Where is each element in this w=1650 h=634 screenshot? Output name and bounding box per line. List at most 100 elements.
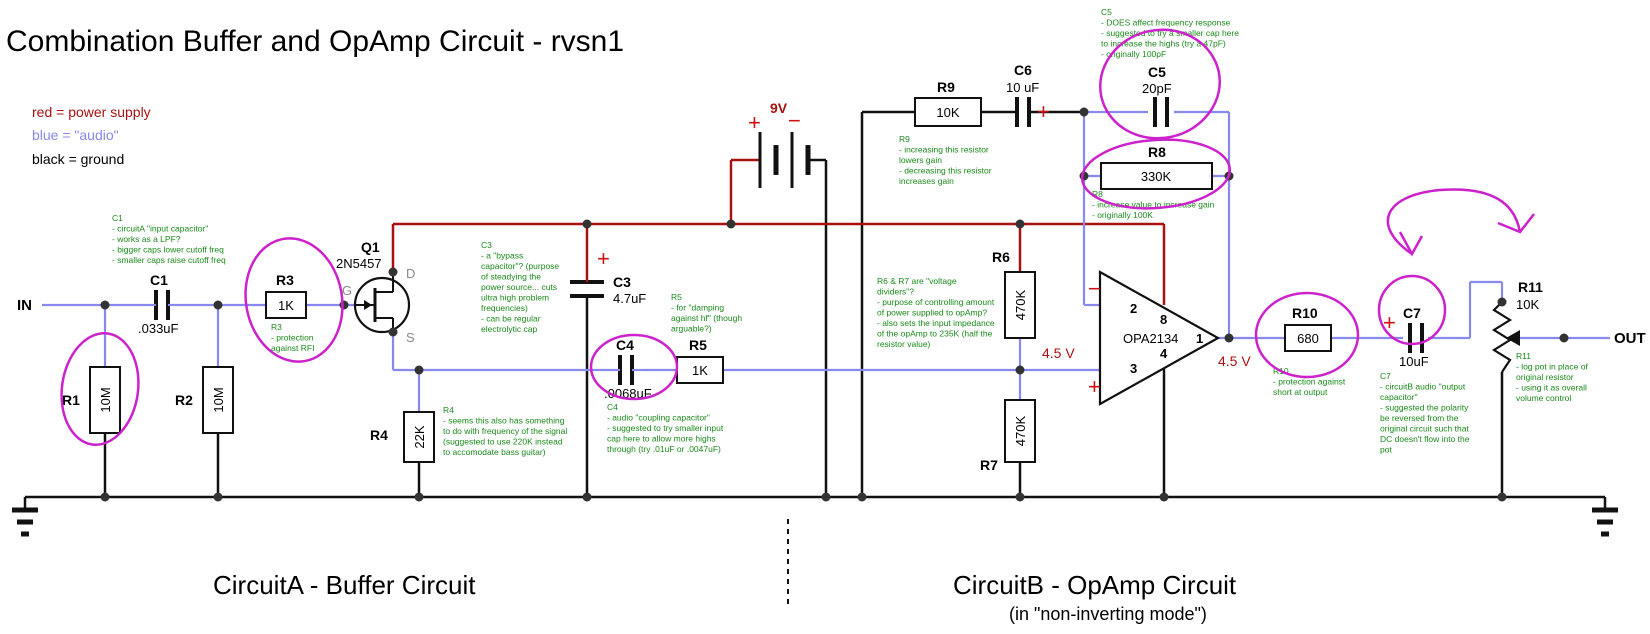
resistor-r6 (1004, 271, 1036, 339)
note-line: original circuit such that (1380, 424, 1469, 434)
c6-value: 10 uF (1006, 80, 1039, 95)
note-line: original resistor (1516, 372, 1574, 382)
resistor-r7 (1004, 399, 1036, 463)
resistor-r10 (1284, 324, 1332, 352)
r4-value: 22K (412, 425, 427, 448)
note-line: - suggested to try a smaller cap here (1101, 28, 1239, 38)
potentiometer-r11 (1491, 301, 1520, 373)
r6-label: R6 (992, 249, 1010, 265)
q1-value: 2N5457 (336, 256, 382, 271)
note-line: - log pot in place of (1516, 362, 1588, 372)
c7-value: 10uF (1399, 354, 1429, 369)
note-line: C7 (1380, 371, 1391, 381)
note-c4: C4- audio "coupling capacitor"- suggeste… (607, 402, 724, 454)
opamp-plus-sign: + (1088, 374, 1101, 399)
battery-label: 9V (770, 100, 788, 116)
capacitor-c7 (1408, 323, 1424, 353)
note-line: short at output (1273, 387, 1328, 397)
diagram-title: Combination Buffer and OpAmp Circuit - r… (6, 25, 624, 58)
q1-pin-s: S (406, 330, 415, 345)
opamp-pin-3: 3 (1130, 361, 1137, 376)
note-line: of power supplied to opAmp? (877, 308, 987, 318)
note-line: increases gain (899, 176, 954, 186)
resistor-r8 (1100, 162, 1213, 190)
note-line: arguable?) (671, 324, 712, 334)
r5-value: 1K (692, 363, 708, 378)
c7-plus-sign: + (1383, 310, 1396, 335)
note-line: R11 (1516, 351, 1531, 361)
r11-label: R11 (1518, 279, 1543, 295)
note-line: frequencies) (481, 303, 528, 313)
note-line: capacitor" (1380, 392, 1418, 402)
note-line: C3 (481, 240, 492, 250)
note-line: - increase value to increase gain (1092, 200, 1215, 210)
opamp-minus-sign: − (1088, 276, 1101, 301)
r9-value: 10K (936, 105, 959, 120)
r9-label: R9 (937, 79, 955, 95)
note-line: resistor value) (877, 339, 931, 349)
opamp-pin-1: 1 (1196, 331, 1203, 346)
note-line: be reversed from the (1380, 413, 1459, 423)
c3-plus-sign: + (597, 246, 610, 271)
legend-ground: black = ground (32, 151, 124, 167)
r10-label: R10 (1292, 305, 1318, 321)
c5-value: 20pF (1142, 81, 1172, 96)
note-c5: C5- DOES affect frequency response- sugg… (1101, 7, 1239, 59)
ground-rail (12, 495, 1618, 537)
ground-wires (103, 110, 1504, 497)
note-line: capacitor"? (purpose (481, 261, 559, 271)
note-line: - using it as overall (1516, 383, 1587, 393)
c1-label: C1 (150, 272, 168, 288)
battery-9v (731, 132, 826, 188)
opamp-pin-4: 4 (1160, 346, 1168, 361)
note-line: pot (1380, 445, 1392, 455)
note-line: - for "damping (671, 303, 724, 313)
section-a-label: CircuitA - Buffer Circuit (213, 570, 476, 600)
note-line: to accomodate bass guitar) (443, 447, 546, 457)
power-wires (391, 160, 1166, 305)
resistor-r1 (89, 366, 121, 434)
note-line: lowers gain (899, 155, 942, 165)
note-line: - protection (271, 333, 314, 343)
r2-label: R2 (175, 392, 193, 408)
note-line: against RFI (271, 343, 314, 353)
note-line: - originally 100pF (1101, 49, 1166, 59)
c1-value: .033uF (138, 321, 179, 336)
note-line: - circuitB audio "output (1380, 382, 1466, 392)
note-line: to do with frequency of the signal (443, 426, 567, 436)
legend-power: red = power supply (32, 104, 151, 120)
note-line: R3 (271, 322, 282, 332)
r6-value: 470K (1013, 289, 1028, 320)
battery-minus-sign: − (788, 108, 801, 133)
note-line: C1 (112, 213, 123, 223)
jfet-q1 (353, 268, 411, 334)
resistor-r3 (265, 291, 307, 319)
note-line: - can be regular (481, 314, 541, 324)
opamp-pin-2: 2 (1130, 301, 1137, 316)
r3-value: 1K (278, 298, 294, 313)
note-line: - suggested the polarity (1380, 403, 1469, 413)
resistor-r5 (676, 356, 724, 384)
r8-value: 330K (1141, 169, 1172, 184)
opamp-pin-8: 8 (1160, 312, 1167, 327)
r1-value: 10M (98, 387, 113, 412)
note-line: - decreasing this resistor (899, 166, 992, 176)
note-line: of the opAmp to 235K (half the (877, 329, 993, 339)
note-line: ultra high problem (481, 293, 549, 303)
note-line: R4 (443, 405, 454, 415)
r7-label: R7 (980, 457, 998, 473)
output-label: OUT (1614, 330, 1646, 347)
capacitor-c3 (570, 278, 604, 300)
c6-label: C6 (1014, 62, 1032, 78)
note-line: - suggested to try smaller input (607, 423, 724, 433)
note-line: R9 (899, 134, 910, 144)
r4-label: R4 (370, 427, 388, 443)
r1-label: R1 (62, 392, 80, 408)
note-line: cap here to allow more highs (607, 434, 716, 444)
note-line: - smaller caps raise cutoff freq (112, 255, 226, 265)
note-line: C4 (607, 402, 618, 412)
c3-label: C3 (613, 274, 631, 290)
